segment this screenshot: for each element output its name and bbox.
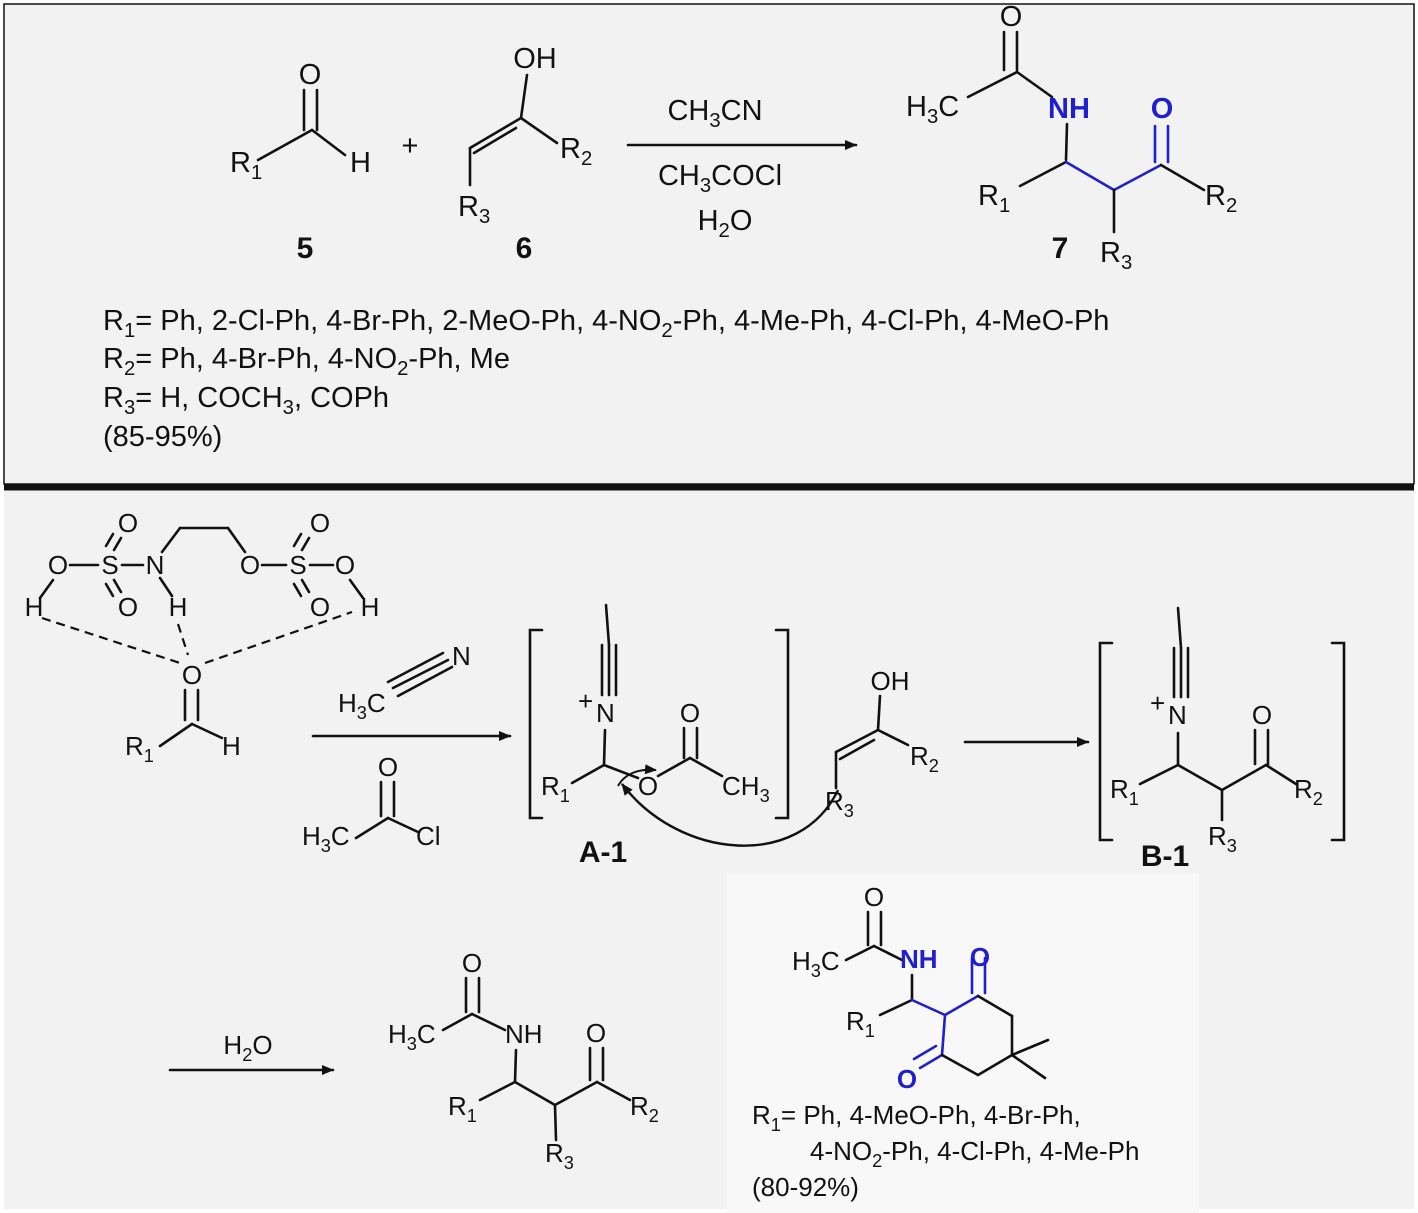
condition-1: CH3CN bbox=[667, 95, 762, 132]
atom-label: O bbox=[1151, 93, 1174, 125]
compound-number: 7 bbox=[1052, 232, 1069, 265]
svg-text:NH: NH bbox=[505, 1019, 543, 1049]
svg-text:R1: R1 bbox=[448, 1091, 477, 1126]
atom-label: R1 bbox=[978, 180, 1010, 217]
svg-text:OH: OH bbox=[871, 666, 910, 696]
atom-label: O bbox=[1000, 1, 1023, 33]
svg-text:+: + bbox=[578, 686, 593, 716]
svg-text:H: H bbox=[222, 731, 241, 761]
svg-text:O: O bbox=[310, 508, 330, 538]
svg-text:R3: R3 bbox=[1208, 821, 1237, 856]
svg-text:O: O bbox=[378, 752, 398, 782]
svg-text:H: H bbox=[169, 592, 188, 622]
plus-sign: + bbox=[402, 130, 419, 162]
atom-label: OH bbox=[513, 43, 557, 75]
atom-label: R2 bbox=[560, 133, 592, 170]
condition-2: CH3COCl bbox=[658, 160, 782, 197]
atom-label: H bbox=[350, 147, 371, 179]
svg-text:O: O bbox=[586, 1018, 606, 1048]
final-product: O H3C NH O R1 R2 R3 bbox=[388, 948, 659, 1173]
compound-number: 6 bbox=[516, 232, 533, 265]
intermediate-label: A-1 bbox=[579, 836, 627, 869]
compound-number: 5 bbox=[297, 232, 314, 265]
scope-r1: R1= Ph, 2-Cl-Ph, 4-Br-Ph, 2-MeO-Ph, 4-NO… bbox=[103, 305, 1109, 342]
compound-5: O H R1 5 bbox=[230, 59, 371, 265]
svg-text:O: O bbox=[118, 592, 138, 622]
svg-text:R2: R2 bbox=[910, 741, 939, 776]
compound-6: OH R2 R3 6 bbox=[458, 43, 592, 265]
top-panel bbox=[3, 3, 1415, 485]
intermediate-b1: + N O R1 R2 R3 B-1 bbox=[1098, 606, 1346, 873]
intermediate-label: B-1 bbox=[1141, 840, 1189, 873]
svg-text:R3: R3 bbox=[545, 1138, 574, 1173]
scope-bottom-yield: (80-92%) bbox=[752, 1172, 859, 1202]
scope-bottom: R1= Ph, 4-MeO-Ph, 4-Br-Ph, 4-NO2-Ph, 4-C… bbox=[752, 1100, 1139, 1202]
svg-text:O: O bbox=[970, 942, 990, 972]
svg-text:+: + bbox=[1150, 688, 1165, 718]
atom-label: O bbox=[299, 59, 322, 91]
svg-text:O: O bbox=[680, 698, 700, 728]
svg-text:H: H bbox=[361, 592, 380, 622]
svg-text:O: O bbox=[240, 550, 260, 580]
svg-text:O: O bbox=[182, 660, 202, 690]
svg-text:N: N bbox=[146, 550, 165, 580]
svg-text:Cl: Cl bbox=[416, 821, 441, 851]
svg-text:O: O bbox=[310, 592, 330, 622]
atom-label: R1 bbox=[125, 731, 154, 766]
svg-text:R2: R2 bbox=[1294, 774, 1323, 809]
inset-panel bbox=[727, 873, 1199, 1213]
scope-bottom-r1-cont: 4-NO2-Ph, 4-Cl-Ph, 4-Me-Ph bbox=[810, 1136, 1139, 1171]
atom-label: R3 bbox=[458, 191, 490, 228]
scope-yield: (85-95%) bbox=[103, 421, 222, 453]
svg-text:S: S bbox=[289, 550, 306, 580]
svg-text:O: O bbox=[462, 948, 482, 978]
svg-text:O: O bbox=[864, 882, 884, 912]
svg-text:S: S bbox=[101, 550, 118, 580]
intermediate-a1: + N R1 O O CH3 A-1 bbox=[528, 603, 790, 869]
svg-text:R1: R1 bbox=[541, 771, 570, 806]
svg-text:O: O bbox=[118, 508, 138, 538]
svg-text:O: O bbox=[335, 550, 355, 580]
scope-r3: R3= H, COCH3, COPh bbox=[103, 382, 389, 419]
condition-3: H2O bbox=[698, 205, 753, 242]
svg-text:R1: R1 bbox=[846, 1006, 875, 1041]
svg-text:R2: R2 bbox=[630, 1091, 659, 1126]
atom-label: R3 bbox=[1100, 237, 1132, 274]
svg-text:H: H bbox=[25, 592, 44, 622]
scope-bottom-r1: R1= Ph, 4-MeO-Ph, 4-Br-Ph, bbox=[752, 1100, 1081, 1135]
atom-label: R1 bbox=[230, 147, 262, 184]
enol-nucleophile: OH R2 R3 bbox=[621, 666, 939, 847]
svg-text:O: O bbox=[1252, 700, 1272, 730]
svg-text:R1: R1 bbox=[1110, 774, 1139, 809]
svg-text:O: O bbox=[48, 550, 68, 580]
atom-label: NH bbox=[1048, 93, 1090, 125]
svg-text:R3: R3 bbox=[825, 786, 854, 821]
svg-text:O: O bbox=[897, 1064, 917, 1094]
catalyst-aldehyde-complex: O S N O O H H O S O O O H O bbox=[25, 508, 380, 766]
svg-text:N: N bbox=[452, 641, 471, 671]
svg-text:O: O bbox=[638, 771, 658, 801]
scope-r2: R2= Ph, 4-Br-Ph, 4-NO2-Ph, Me bbox=[103, 343, 510, 380]
svg-text:N: N bbox=[1168, 700, 1187, 730]
svg-text:NH: NH bbox=[900, 944, 938, 974]
scope-top: R1= Ph, 2-Cl-Ph, 4-Br-Ph, 2-MeO-Ph, 4-NO… bbox=[103, 305, 1109, 453]
svg-text:N: N bbox=[596, 698, 615, 728]
bottom-panel bbox=[4, 490, 1414, 1209]
atom-label: R2 bbox=[1205, 180, 1237, 217]
